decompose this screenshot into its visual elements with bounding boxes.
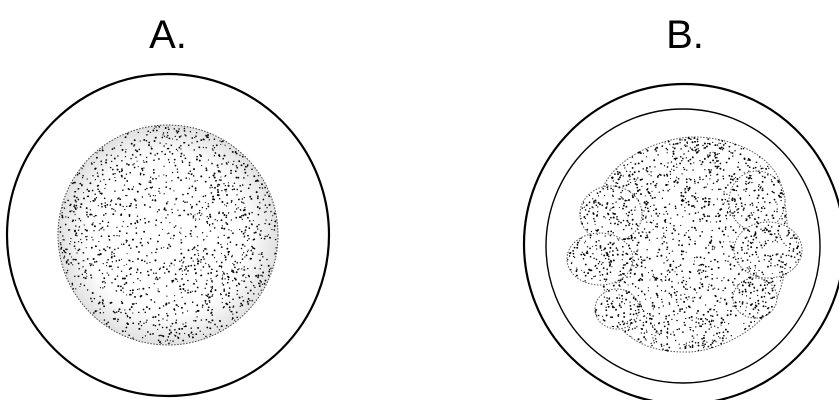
panel-b: B. (524, 13, 839, 400)
panel-b-bleb (595, 289, 639, 329)
panel-b-bleb (567, 233, 633, 285)
panel-b-bleb (733, 278, 777, 318)
panel-a: A. (7, 13, 329, 396)
panel-a-label: A. (149, 13, 187, 57)
panel-b-dividing-cell (567, 137, 802, 352)
panel-a-inner-cell (58, 125, 278, 345)
panel-b-label: B. (666, 13, 704, 57)
panel-b-bleb (734, 222, 802, 278)
